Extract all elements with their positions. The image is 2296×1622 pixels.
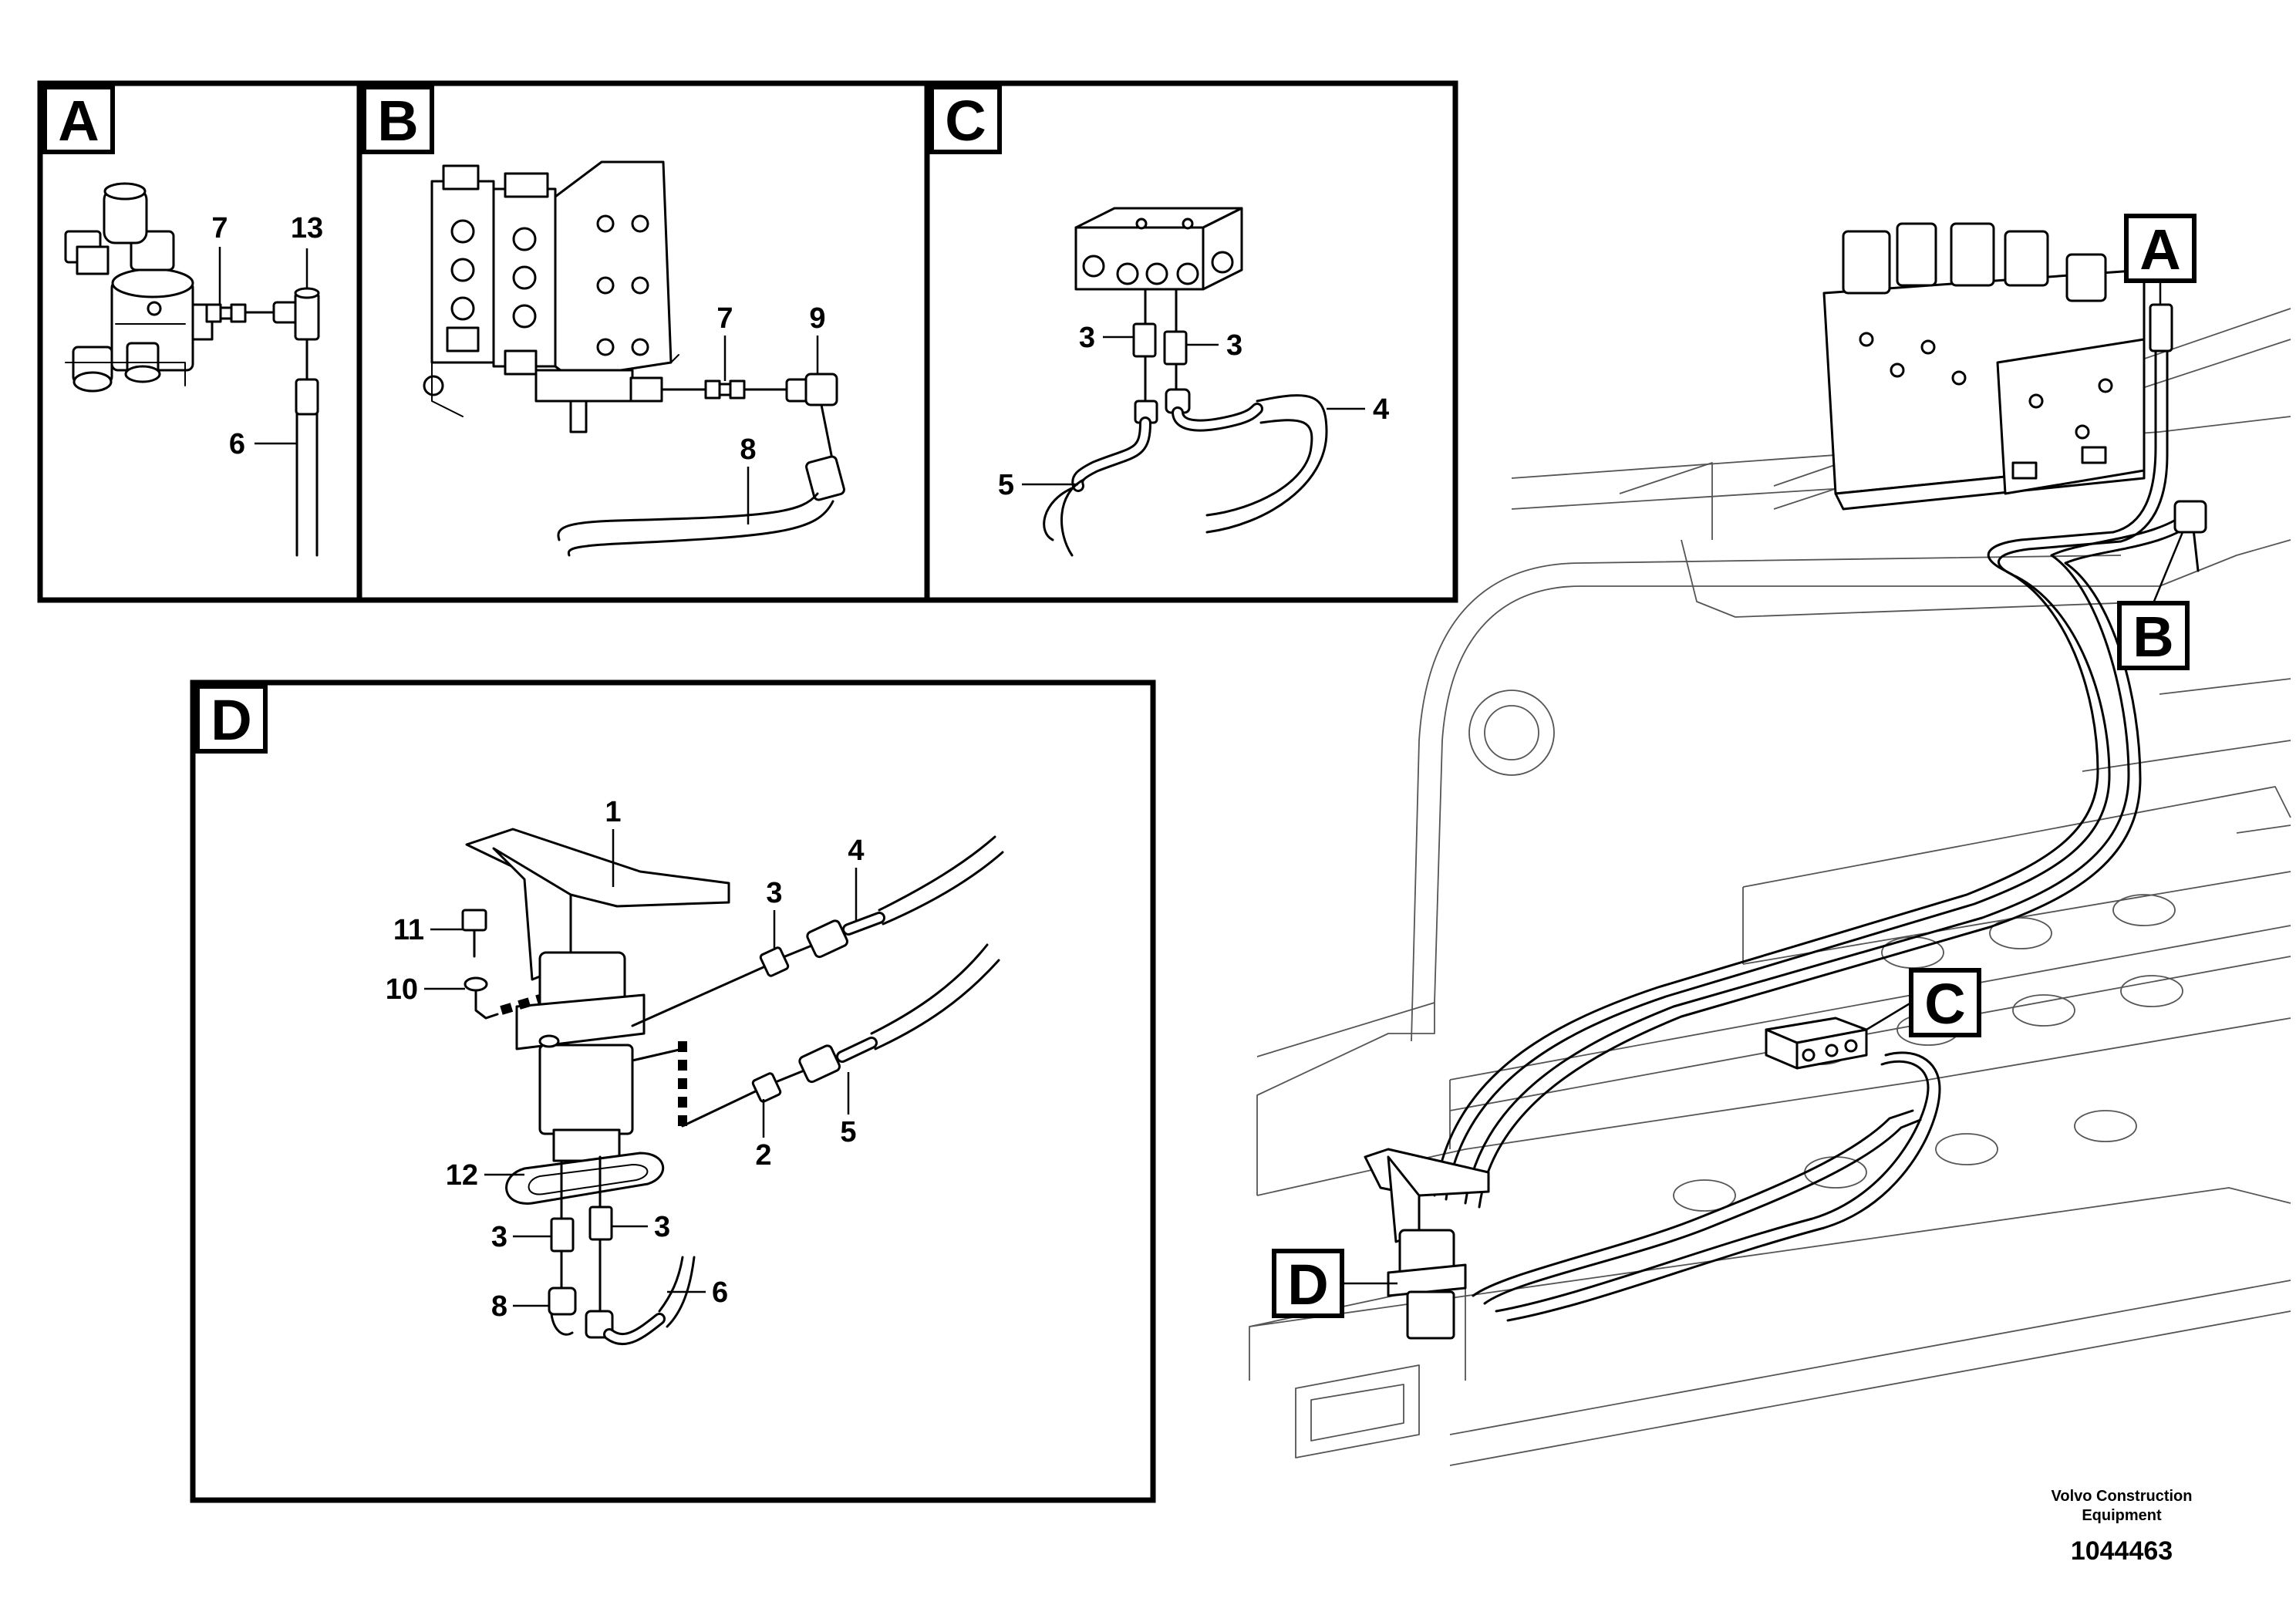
panel-c-label: C <box>945 89 986 153</box>
detail-panel-a: A 7 <box>37 80 362 603</box>
travel-pedal <box>1364 1148 1490 1340</box>
panel-b-label: B <box>377 89 418 153</box>
control-valve-illustration <box>423 160 679 433</box>
svg-text:C: C <box>1924 972 1965 1036</box>
callout-d-3-top: 3 <box>766 877 782 909</box>
drawing-number: 1044463 <box>2071 1536 2173 1566</box>
callout-d-6: 6 <box>712 1276 728 1309</box>
mounting-plate-12 <box>505 1152 665 1205</box>
callout-b-8: 8 <box>740 433 756 466</box>
svg-text:A: A <box>2139 218 2180 282</box>
callout-c-3-right: 3 <box>1226 329 1242 362</box>
callout-d-11: 11 <box>393 914 424 946</box>
overview-tag-d: D <box>1272 1249 1397 1318</box>
callout-d-3-right: 3 <box>654 1211 670 1243</box>
callout-b-9: 9 <box>809 302 825 335</box>
machine-overview-illustration <box>1249 222 2291 1466</box>
svg-text:B: B <box>2132 605 2173 669</box>
callout-a-13: 13 <box>291 212 323 244</box>
callout-c-5: 5 <box>998 469 1014 501</box>
elbow-fitting-8 <box>548 1286 577 1316</box>
callout-d-4: 4 <box>848 835 864 867</box>
adapter-fitting-3 <box>550 1217 575 1253</box>
overview-tag-b: B <box>2117 531 2190 670</box>
callout-d-12: 12 <box>446 1159 478 1192</box>
callout-d-5: 5 <box>840 1116 856 1148</box>
company-name-line2: Equipment <box>2082 1507 2162 1524</box>
callout-c-3-left: 3 <box>1079 322 1095 354</box>
callout-b-7: 7 <box>716 302 733 335</box>
bolt-11 <box>461 909 487 958</box>
valve-block-illustration <box>64 182 214 393</box>
callout-d-8: 8 <box>491 1290 507 1323</box>
panel-a-label: A <box>58 89 99 153</box>
hose-end-fitting <box>805 455 845 501</box>
main-control-valve <box>1822 222 2146 511</box>
adapter-fitting-3 <box>1163 330 1188 366</box>
tee-fitting-13 <box>272 301 298 324</box>
drawing-footer: Volvo Construction Equipment 1044463 <box>2052 1488 2193 1566</box>
overview-tag-a: A <box>2124 214 2197 305</box>
adapter-fitting-3 <box>588 1206 613 1241</box>
callout-c-4: 4 <box>1373 393 1389 426</box>
callout-d-2: 2 <box>755 1139 771 1172</box>
callout-d-10: 10 <box>386 973 418 1006</box>
panel-d-label: D <box>211 688 251 752</box>
adapter-fitting-2 <box>751 1072 782 1103</box>
pedal-valve-1 <box>465 828 730 1162</box>
union-fitting-7 <box>205 303 222 323</box>
detail-panel-d: D <box>190 679 1156 1503</box>
adapter-fitting-3 <box>759 946 790 977</box>
callout-a-7: 7 <box>211 212 228 244</box>
overview-tag-c: C <box>1866 968 1981 1037</box>
hose-end-fitting <box>295 378 319 416</box>
union-fitting-7 <box>704 379 721 400</box>
callout-d-1: 1 <box>605 796 621 828</box>
callout-d-3-left: 3 <box>491 1221 507 1253</box>
detail-panel-b: B <box>356 80 930 603</box>
distribution-block <box>1074 207 1243 291</box>
distribution-block-c <box>1765 1017 1868 1070</box>
company-name-line1: Volvo Construction <box>2052 1488 2193 1505</box>
adapter-fitting-3 <box>1132 322 1157 358</box>
callout-a-6: 6 <box>229 428 245 460</box>
washer-10 <box>464 976 488 992</box>
svg-text:D: D <box>1287 1253 1328 1317</box>
detail-panel-c: C 3 3 4 5 <box>924 80 1458 603</box>
